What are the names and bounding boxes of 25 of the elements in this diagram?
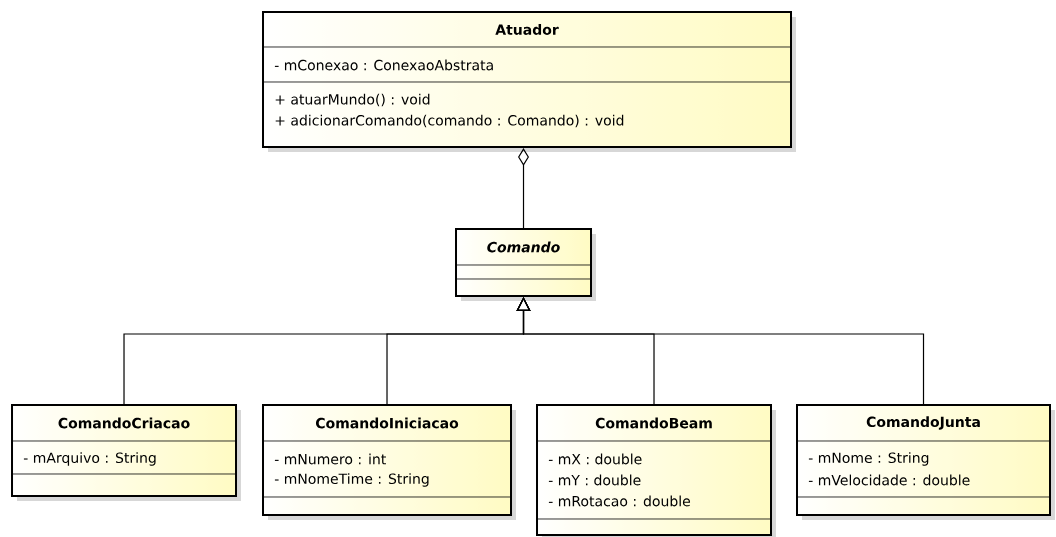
class-box bbox=[796, 404, 1055, 520]
class-name: ComandoJunta bbox=[866, 416, 980, 430]
attribute: - mConexao : ConexaoAbstrata bbox=[274, 59, 493, 71]
aggregation-connector bbox=[518, 148, 529, 229]
attribute: - mArquivo : String bbox=[23, 452, 156, 466]
attribute: - mX : double bbox=[548, 453, 642, 465]
class-name: ComandoBeam bbox=[595, 417, 712, 429]
attribute: - mRotacao : double bbox=[548, 495, 690, 507]
class-box bbox=[262, 11, 796, 152]
class-box bbox=[262, 404, 516, 520]
inheritance-connector bbox=[516, 297, 925, 405]
class-box bbox=[536, 404, 776, 537]
class-box bbox=[455, 228, 596, 301]
attribute: - mNome : String bbox=[808, 452, 929, 466]
attribute: - mNomeTime : String bbox=[274, 473, 429, 487]
class-box bbox=[11, 404, 241, 501]
class-name: ComandoCriacao bbox=[58, 417, 190, 429]
class-name: Atuador bbox=[495, 24, 559, 35]
operation: + adicionarComando(comando : Comando) : void bbox=[275, 114, 624, 128]
operation: + atuarMundo() : void bbox=[275, 93, 430, 107]
class-name: ComandoIniciacao bbox=[316, 417, 459, 429]
attribute: - mNumero : int bbox=[274, 453, 386, 465]
class-name: Comando bbox=[487, 241, 560, 253]
attribute: - mVelocidade : double bbox=[808, 474, 970, 486]
attribute: - mY : double bbox=[548, 474, 641, 486]
